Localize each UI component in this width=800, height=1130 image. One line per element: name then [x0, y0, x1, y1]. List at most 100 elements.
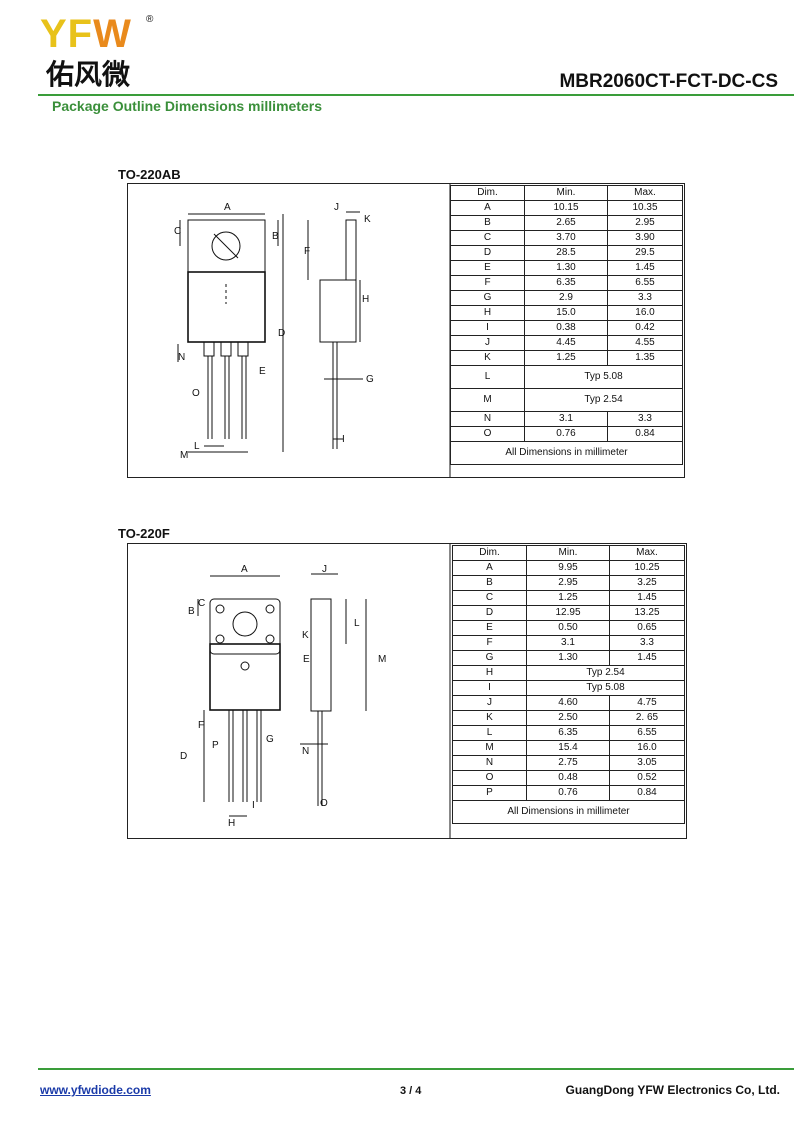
page-number: 3 / 4 — [400, 1085, 422, 1097]
dim-cell: J — [450, 335, 525, 351]
outline-drawing-to220ab: A B C D E F G H I J K L M N O — [174, 184, 451, 477]
min-cell: 6.35 — [524, 275, 608, 291]
max-cell: 2.95 — [607, 215, 683, 231]
dim-cell: M — [452, 740, 527, 756]
outline-drawing-to220f: A B C D E F G H I J K L M N O P — [180, 544, 451, 838]
max-cell: 3.05 — [609, 755, 685, 771]
dim-cell: L — [450, 365, 525, 389]
dim-label-d: D — [278, 328, 285, 339]
dim-label-o: O — [192, 388, 200, 399]
max-cell: 1.35 — [607, 350, 683, 366]
max-cell: 3.3 — [607, 411, 683, 427]
min-cell: 3.1 — [526, 635, 610, 651]
section-subtitle: Package Outline Dimensions millimeters — [52, 98, 322, 114]
dim-cell: E — [450, 260, 525, 276]
min-cell: 2.95 — [526, 575, 610, 591]
max-cell: 16.0 — [607, 305, 683, 321]
min-cell: 2.75 — [526, 755, 610, 771]
max-cell: 29.5 — [607, 245, 683, 261]
table-header-cell: Min. — [526, 545, 610, 561]
dim-cell: G — [450, 290, 525, 306]
dim-cell: F — [450, 275, 525, 291]
table-header-cell: Dim. — [452, 545, 527, 561]
table-header-cell: Max. — [607, 185, 683, 201]
dim-cell: D — [450, 245, 525, 261]
dim-label-p: P — [212, 740, 219, 751]
dim-cell: N — [450, 411, 525, 427]
dim-cell: M — [450, 388, 525, 412]
logo-wordmark: YFW — [40, 12, 132, 56]
min-cell: 3.1 — [524, 411, 608, 427]
max-cell: 0.42 — [607, 320, 683, 336]
dim-label-k: K — [364, 214, 371, 225]
dim-label-c: C — [174, 226, 181, 237]
logo-chinese-name: 佑风微 — [46, 58, 131, 91]
dim-cell: H — [450, 305, 525, 321]
dim-label-l: L — [354, 618, 360, 629]
dim-label-g: G — [366, 374, 374, 385]
table-footer-row: All Dimensions in millimeter — [452, 800, 685, 824]
table-header-row: Dim.Min.Max. — [452, 545, 685, 561]
dim-cell: B — [450, 215, 525, 231]
max-cell: 0.84 — [609, 785, 685, 801]
table-footer-note: All Dimensions in millimeter — [452, 800, 685, 824]
dim-label-b: B — [272, 231, 279, 242]
dim-cell: A — [450, 200, 525, 216]
min-cell: 28.5 — [524, 245, 608, 261]
dim-cell: I — [450, 320, 525, 336]
max-cell: 4.55 — [607, 335, 683, 351]
dim-label-o: O — [320, 798, 328, 809]
dim-label-b: B — [188, 606, 195, 617]
dim-cell: D — [452, 605, 527, 621]
min-cell: 15.4 — [526, 740, 610, 756]
document-title: MBR2060CT-FCT-DC-CS — [559, 71, 778, 92]
package-panel-to220f: A B C D E F G H I J K L M N O P Dim.Min.… — [127, 543, 687, 839]
dim-cell: O — [450, 426, 525, 442]
min-cell: 2.65 — [524, 215, 608, 231]
max-cell: 3.3 — [607, 290, 683, 306]
max-cell: 16.0 — [609, 740, 685, 756]
max-cell: 10.25 — [609, 560, 685, 576]
max-cell: 3.90 — [607, 230, 683, 246]
min-cell: 0.38 — [524, 320, 608, 336]
dim-label-i: I — [342, 434, 345, 445]
dim-cell: K — [450, 350, 525, 366]
website-link[interactable]: www.yfwdiode.com — [40, 1083, 151, 1097]
max-cell: 0.65 — [609, 620, 685, 636]
table-header-cell: Min. — [524, 185, 608, 201]
max-cell: 1.45 — [609, 590, 685, 606]
min-cell: 4.45 — [524, 335, 608, 351]
min-cell: 1.30 — [526, 650, 610, 666]
max-cell: 1.45 — [607, 260, 683, 276]
package-panel-to220ab: A B C D E F G H I J K L M N O Dim.Min.Ma… — [127, 183, 685, 478]
min-cell: 2.9 — [524, 290, 608, 306]
max-cell: 2. 65 — [609, 710, 685, 726]
table-header-row: Dim.Min.Max. — [450, 185, 683, 201]
typ-cell: Typ 5.08 — [524, 365, 683, 389]
dim-cell: N — [452, 755, 527, 771]
dim-cell: C — [452, 590, 527, 606]
max-cell: 13.25 — [609, 605, 685, 621]
min-cell: 2.50 — [526, 710, 610, 726]
dim-cell: L — [452, 725, 527, 741]
package-label-to220f: TO-220F — [118, 526, 170, 541]
dim-cell: J — [452, 695, 527, 711]
dim-label-d: D — [180, 751, 187, 762]
header-divider — [38, 94, 794, 96]
